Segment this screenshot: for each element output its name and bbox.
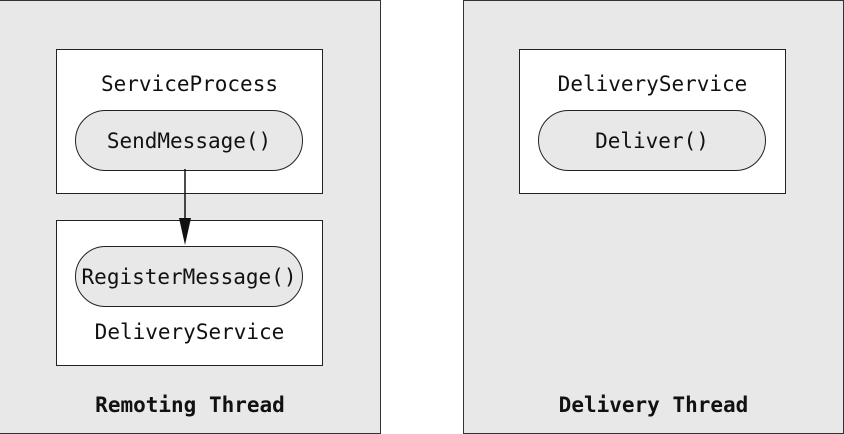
remoting-thread-panel: ServiceProcess SendMessage() RegisterMes… [0, 0, 381, 434]
service-process-box: ServiceProcess SendMessage() [56, 49, 323, 194]
delivery-service-box: DeliveryService Deliver() [519, 49, 786, 194]
call-arrow-head [179, 218, 191, 245]
register-message-method: RegisterMessage() [75, 246, 303, 307]
remoting-delivery-service-title: DeliveryService [94, 320, 285, 344]
delivery-thread-label: Delivery Thread [558, 393, 749, 417]
service-process-title: ServiceProcess [100, 72, 278, 96]
delivery-service-title: DeliveryService [557, 72, 748, 96]
delivery-thread-panel: DeliveryService Deliver() Delivery Threa… [463, 0, 844, 434]
send-message-method: SendMessage() [75, 110, 303, 171]
remoting-delivery-service-box: RegisterMessage() DeliveryService [56, 220, 323, 366]
remoting-thread-label: Remoting Thread [95, 393, 285, 417]
deliver-method: Deliver() [538, 110, 766, 171]
